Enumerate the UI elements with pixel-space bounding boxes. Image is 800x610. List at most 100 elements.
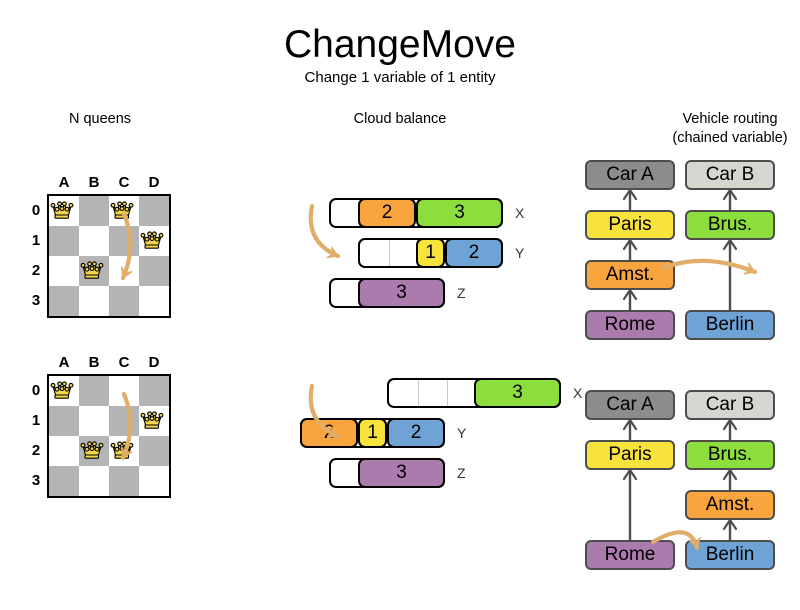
board-rank-label-0: 0 (31, 202, 41, 219)
page-title: ChangeMove (284, 23, 516, 66)
vrp-node-amst-a[interactable]: Amst. (585, 260, 675, 290)
chessboard-cell-A2[interactable] (49, 436, 79, 466)
vrp-node-carb-b[interactable]: Car B (685, 390, 775, 420)
chessboard-cell-D2[interactable] (139, 436, 169, 466)
board-file-label-A: A (58, 354, 70, 371)
cloud-process-Y-3[interactable]: 2 (387, 418, 445, 448)
board-file-label-D: D (148, 174, 160, 191)
cloud-process-X-1[interactable]: 2 (358, 198, 416, 228)
chessboard-cell-A3[interactable] (49, 286, 79, 316)
vrp-node-brus-b[interactable]: Brus. (685, 440, 775, 470)
chessboard-cell-B3[interactable] (79, 286, 109, 316)
cloud-row-Z: 3 (329, 458, 445, 488)
vrp-node-berlin-b[interactable]: Berlin (685, 310, 775, 340)
cloud-process-X-1[interactable]: 3 (474, 378, 561, 408)
vrp-chain-link (722, 468, 738, 490)
vrp-node-brus-b[interactable]: Brus. (685, 210, 775, 240)
cloud-process-Z-1[interactable]: 3 (358, 458, 445, 488)
vrp-node-rome-a[interactable]: Rome (585, 540, 675, 570)
board-file-label-C: C (118, 174, 130, 191)
vrp-node-rome-a[interactable]: Rome (585, 310, 675, 340)
section-header-vehicle-routing-line2: (chained variable) (672, 130, 788, 146)
vrp-node-paris-a[interactable]: Paris (585, 440, 675, 470)
queen-B2[interactable] (77, 254, 107, 284)
chessboard-cell-B1[interactable] (79, 406, 109, 436)
vrp-chain-link (722, 418, 738, 440)
chessboard-cell-D2[interactable] (139, 256, 169, 286)
vrp-chain-link (622, 468, 638, 540)
board-rank-label-2: 2 (31, 262, 41, 279)
queen-D1[interactable] (137, 224, 167, 254)
vrp-chain-link (622, 188, 638, 210)
board-rank-label-1: 1 (31, 232, 41, 249)
chessboard-cell-C0[interactable] (109, 376, 139, 406)
chessboard-cell-D3[interactable] (139, 286, 169, 316)
chessboard-cell-C1[interactable] (109, 226, 139, 256)
board-file-label-A: A (58, 174, 70, 191)
cloud-computer-label-Z: Z (457, 465, 466, 481)
chessboard-cell-B3[interactable] (79, 466, 109, 496)
chessboard-cell-C3[interactable] (109, 466, 139, 496)
cloud-process-Y-2[interactable]: 2 (445, 238, 503, 268)
cloud-row-X: 3 (387, 378, 561, 408)
vrp-chain-link (722, 238, 738, 310)
cloud-computer-label-Y: Y (457, 425, 467, 441)
board-file-label-C: C (118, 354, 130, 371)
vrp-chain-link (622, 288, 638, 310)
vrp-chain-link (722, 188, 738, 210)
chessboard-cell-A1[interactable] (49, 226, 79, 256)
queen-A0[interactable] (47, 194, 77, 224)
chessboard-cell-C2[interactable] (109, 256, 139, 286)
page-subtitle: Change 1 variable of 1 entity (304, 69, 496, 86)
chessboard-cell-B0[interactable] (79, 196, 109, 226)
chessboard-cell-B1[interactable] (79, 226, 109, 256)
queen-A0[interactable] (47, 374, 77, 404)
cloud-computer-label-Z: Z (457, 285, 466, 301)
chessboard-cell-D3[interactable] (139, 466, 169, 496)
nqueens-board-before: A B C D 0 1 2 3 (25, 172, 205, 342)
cloud-move-arrow (308, 383, 341, 439)
board-rank-label-3: 3 (31, 472, 41, 489)
board-rank-label-3: 3 (31, 292, 41, 309)
queen-D1[interactable] (137, 404, 167, 434)
cloud-computer-label-X: X (515, 205, 525, 221)
vrp-node-berlin-b[interactable]: Berlin (685, 540, 775, 570)
queen-B2[interactable] (77, 434, 107, 464)
chessboard-cell-B0[interactable] (79, 376, 109, 406)
chessboard-cell-A3[interactable] (49, 466, 79, 496)
cloud-computer-label-Y: Y (515, 245, 525, 261)
cloud-process-Y-2[interactable]: 1 (358, 418, 387, 448)
cloud-process-X-2[interactable]: 3 (416, 198, 503, 228)
cloud-process-Z-1[interactable]: 3 (358, 278, 445, 308)
cloud-process-Y-1[interactable]: 1 (416, 238, 445, 268)
queen-C2[interactable] (107, 434, 137, 464)
chessboard-cell-C3[interactable] (109, 286, 139, 316)
chessboard-cell-A2[interactable] (49, 256, 79, 286)
section-header-vehicle-routing-line1: Vehicle routing (682, 111, 778, 127)
vrp-node-amst-b[interactable]: Amst. (685, 490, 775, 520)
queen-C0[interactable] (107, 194, 137, 224)
cloud-row-Z: 3 (329, 278, 445, 308)
vrp-node-carb-b[interactable]: Car B (685, 160, 775, 190)
chessboard-cell-C1[interactable] (109, 406, 139, 436)
cloud-capacity-divider (447, 380, 448, 406)
vrp-node-cara-a[interactable]: Car A (585, 160, 675, 190)
vrp-chain-link (622, 238, 638, 260)
vrp-node-paris-a[interactable]: Paris (585, 210, 675, 240)
chessboard-cell-A1[interactable] (49, 406, 79, 436)
vrp-node-cara-a[interactable]: Car A (585, 390, 675, 420)
vrp-chain-link (622, 418, 638, 440)
board-file-label-B: B (88, 174, 100, 191)
cloud-process-Y-1[interactable]: 2 (300, 418, 358, 448)
board-file-label-B: B (88, 354, 100, 371)
board-file-label-D: D (148, 354, 160, 371)
chessboard-cell-D0[interactable] (139, 376, 169, 406)
chessboard-cell-D0[interactable] (139, 196, 169, 226)
